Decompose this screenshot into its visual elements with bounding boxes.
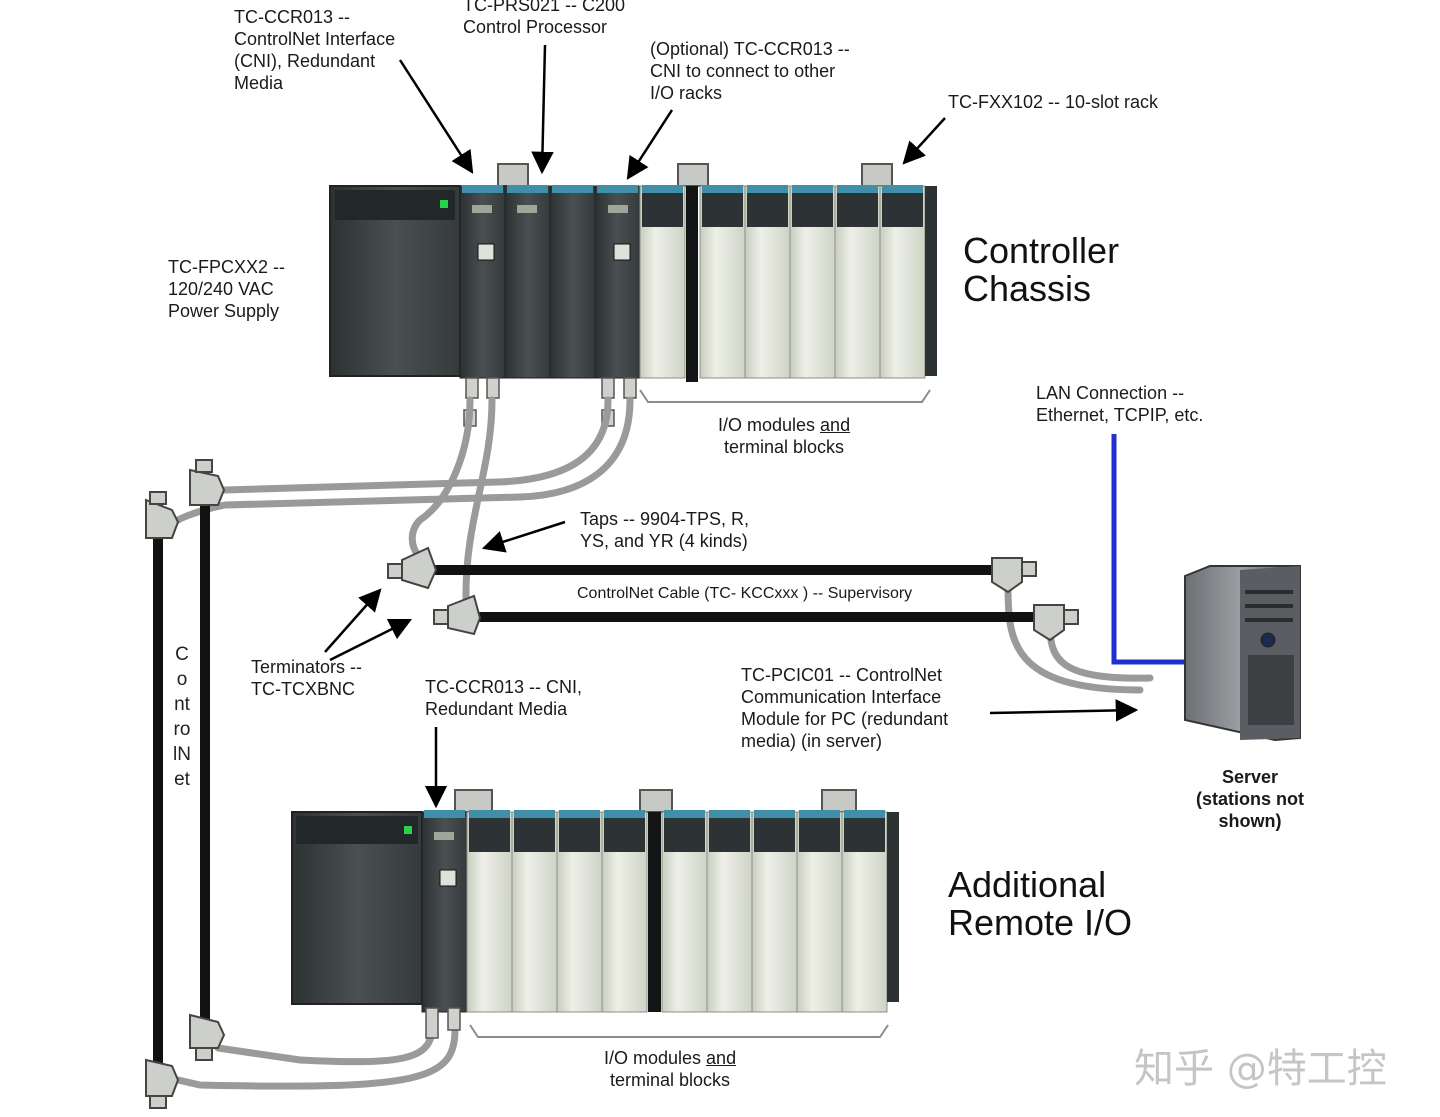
lan-ethernet-cable: [1111, 434, 1185, 665]
label-cni-remote: TC-CCR013 -- CNI, Redundant Media: [425, 677, 583, 719]
remote-io-modules: [466, 810, 899, 1013]
label-controlnet-cable: ControlNet Cable (TC- KCCxxx ) -- Superv…: [577, 585, 913, 602]
cable-taps: [145, 459, 1079, 1109]
label-additional-remote-io: Additional Remote I/O: [948, 864, 1133, 943]
label-controlnet-vertical: ControlNet: [173, 644, 191, 790]
label-cni-top: TC-CCR013 -- ControlNet Interface (CNI),…: [234, 7, 396, 93]
rack-mounting-tabs: [497, 163, 893, 187]
io-modules-bottom-text-c: terminal blocks: [610, 1070, 731, 1090]
server-tower: [1184, 565, 1301, 742]
io-modules-top-text-a: I/O modules: [718, 415, 821, 435]
io-modules-bottom-text-b: and: [706, 1048, 737, 1068]
label-pcic-module: TC-PCIC01 -- ControlNet Communication In…: [741, 665, 949, 751]
callout-arrows: [324, 44, 1139, 809]
watermark-text: 知乎 @特工控: [1134, 1046, 1387, 1092]
label-io-modules-bottom: I/O modules and terminal blocks: [604, 1047, 736, 1091]
label-terminators: Terminators -- TC-TCXBNC: [251, 657, 363, 699]
io-modules-top-text-c: terminal blocks: [724, 437, 845, 457]
label-rack: TC-FXX102 -- 10-slot rack: [948, 92, 1159, 112]
io-bracket-bottom: [469, 1024, 889, 1038]
label-server: Server (stations not shown): [1196, 767, 1304, 831]
label-control-processor: TC-PRS021 -- C200 Control Processor: [463, 0, 626, 37]
label-io-modules-top: I/O modules and terminal blocks: [718, 414, 850, 458]
io-modules-top-text-b: and: [820, 415, 851, 435]
remote-io-chassis: [291, 789, 899, 1039]
label-controller-chassis: Controller Chassis: [963, 230, 1120, 309]
io-bracket-top: [639, 389, 931, 403]
label-lan-connection: LAN Connection -- Ethernet, TCPIP, etc.: [1036, 383, 1204, 425]
label-cni-optional: (Optional) TC-CCR013 -- CNI to connect t…: [650, 39, 850, 103]
controlnet-trunk-cables: [153, 475, 1060, 1072]
io-modules-bottom-text-a: I/O modules: [604, 1048, 707, 1068]
remote-cable-connectors: [425, 1007, 461, 1039]
remote-cni-module: [421, 811, 468, 1013]
controller-dark-modules: [459, 185, 641, 379]
label-power-supply: TC-FPCXX2 -- 120/240 VAC Power Supply: [168, 257, 285, 321]
remote-power-led: [404, 826, 412, 834]
remote-mounting-tabs: [454, 789, 857, 813]
power-led: [440, 200, 448, 208]
controller-io-modules: [639, 185, 937, 382]
label-taps: Taps -- 9904-TPS, R, YS, and YR (4 kinds…: [580, 509, 750, 551]
controller-chassis: [329, 163, 937, 427]
